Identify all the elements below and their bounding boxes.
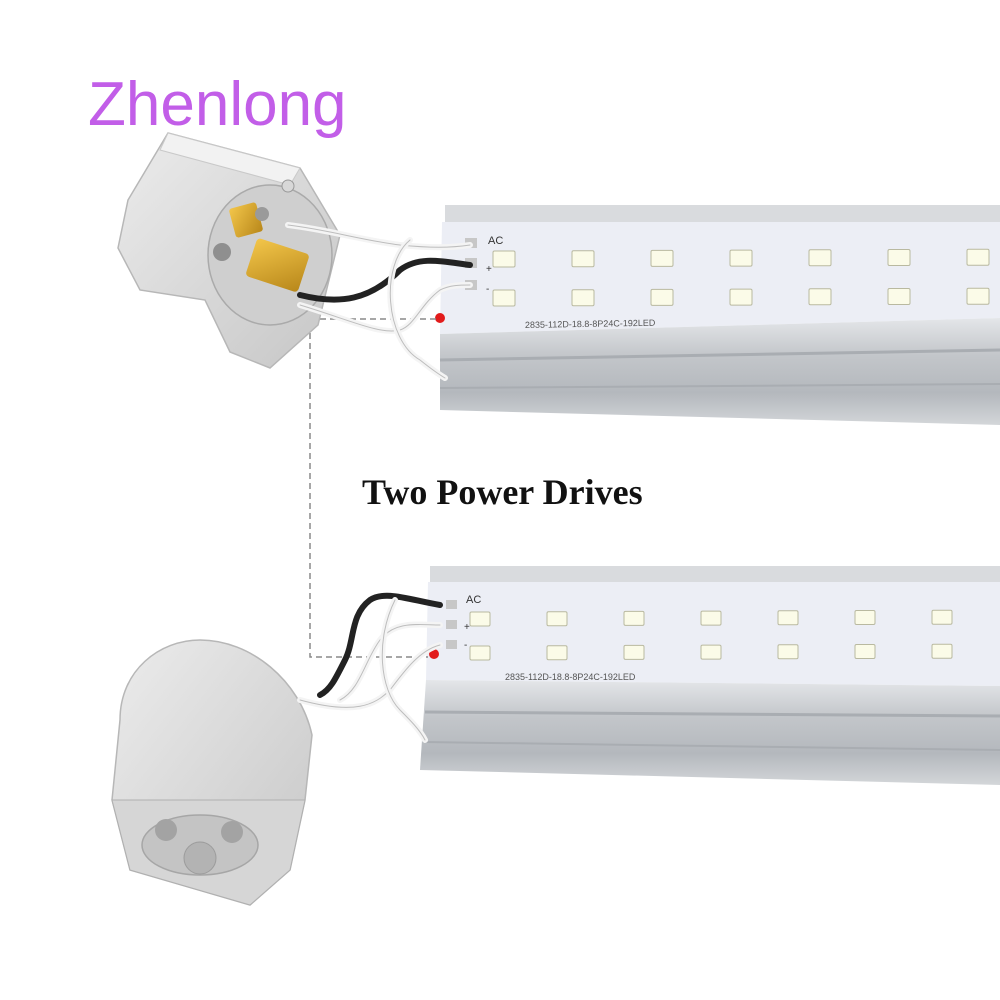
led-chip [469, 645, 491, 661]
led-chip [777, 644, 799, 660]
bottom-lamp-socket [111, 639, 313, 906]
led-chip [623, 610, 645, 626]
led-chip [700, 644, 722, 660]
top-led-tube: AC + - 2835-112D-18.8-8P24C-192LED [435, 205, 1000, 425]
top-socket-screw [213, 243, 231, 261]
top-lamp-socket [117, 132, 341, 369]
bottom-socket-pin-hole [155, 819, 177, 841]
bottom-tube-rim [430, 566, 1000, 582]
led-chip [729, 249, 753, 267]
top-terminal-label-ac: AC [488, 235, 503, 247]
top-heatsink-groove [439, 348, 1000, 362]
brand-watermark: Zhenlong [88, 70, 347, 139]
bottom-wires [297, 592, 443, 743]
led-chip [931, 609, 953, 625]
top-terminal-label-minus: - [486, 284, 489, 295]
led-chip [492, 250, 516, 268]
bottom-solder-pad [446, 620, 457, 629]
led-chip [546, 611, 568, 627]
led-chip [887, 249, 911, 266]
led-chip [777, 610, 799, 626]
headline-two-power-drives: Two Power Drives [362, 472, 643, 512]
top-wires [285, 222, 473, 381]
led-chip [469, 611, 491, 627]
bottom-terminal-label-ac: AC [466, 594, 481, 606]
top-red-marker [435, 313, 445, 323]
bottom-terminal-label-plus: + [464, 622, 470, 633]
bottom-tube-heatsink [420, 680, 1000, 785]
led-chip [729, 288, 753, 306]
led-chip [492, 289, 516, 307]
led-chip [808, 249, 832, 267]
bottom-solder-pad [446, 600, 457, 609]
led-chip [571, 289, 595, 307]
bottom-socket-center [183, 841, 217, 875]
led-chip [650, 288, 674, 306]
top-led-chips [492, 248, 990, 307]
led-chip [854, 644, 876, 659]
top-socket-terminal [229, 202, 263, 238]
top-tube-heatsink [440, 318, 1000, 425]
top-pcb-marking: 2835-112D-18.8-8P24C-192LED [525, 318, 656, 330]
top-socket-terminal [246, 238, 309, 292]
bottom-heatsink-groove [424, 710, 1000, 718]
led-chip [966, 248, 990, 266]
bottom-heatsink-groove [422, 741, 1000, 751]
top-socket-hole [281, 179, 295, 193]
led-chip [623, 644, 645, 660]
top-tube-pcb [440, 222, 1000, 334]
led-chip [966, 287, 990, 305]
led-chip [700, 610, 722, 626]
top-terminal-label-plus: + [486, 264, 492, 275]
bottom-socket-pin-hole [221, 821, 243, 843]
top-socket-screw [255, 207, 269, 221]
bottom-terminal-label-minus: - [464, 640, 467, 651]
led-chip [854, 610, 876, 625]
top-tube-rim [445, 205, 1000, 222]
led-chip [808, 288, 832, 306]
bottom-led-tube: AC + - 2835-112D-18.8-8P24C-192LED [420, 566, 1000, 785]
led-chip [650, 249, 674, 267]
bottom-led-chips [469, 609, 953, 661]
bottom-solder-pad [446, 640, 457, 649]
bottom-pcb-marking: 2835-112D-18.8-8P24C-192LED [505, 672, 636, 682]
led-chip [931, 643, 953, 659]
led-chip [571, 250, 595, 268]
top-heatsink-groove [439, 383, 1000, 389]
led-chip [887, 288, 911, 305]
led-chip [546, 645, 568, 661]
bottom-tube-pcb [426, 582, 1000, 686]
